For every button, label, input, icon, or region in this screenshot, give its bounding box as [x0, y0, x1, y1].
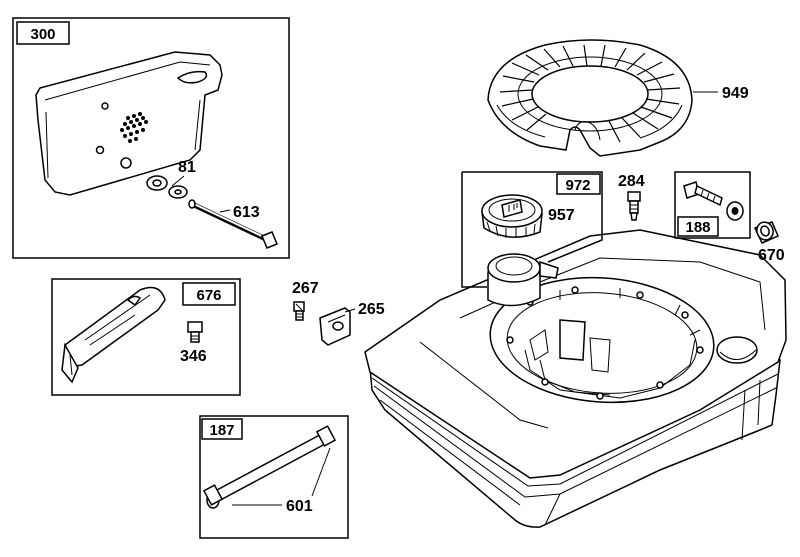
- part-label-613: 613: [233, 204, 260, 221]
- fitting-group: 188: [674, 171, 751, 239]
- fuel-tank: [364, 229, 787, 528]
- part-613-stud: [188, 199, 278, 249]
- part-284-valve: [627, 191, 641, 221]
- leader-81: [171, 175, 185, 187]
- part-265-clip: [319, 307, 351, 346]
- fuel-cap-group-frame: [462, 171, 603, 263]
- muffler: [35, 51, 223, 196]
- part-267-screw: [293, 301, 305, 321]
- oil-tube-group-label-box: [201, 418, 243, 440]
- part-label-284: 284: [618, 173, 645, 190]
- fuel-cap-group-label: 972: [565, 177, 590, 194]
- muffler-group: 300 81: [12, 17, 290, 259]
- leader-265: [344, 308, 356, 313]
- part-label-957: 957: [548, 207, 575, 224]
- fitting-bolt: [683, 181, 723, 207]
- guard-group: 676 346: [51, 278, 241, 396]
- muffler-vent-holes: [120, 112, 148, 143]
- leader-601-b: [311, 447, 331, 497]
- part-label-81: 81: [178, 159, 196, 176]
- oil-tube-group: 187 601: [199, 415, 349, 539]
- oil-fill-tube: [202, 425, 337, 509]
- fitting-group-label-box: [677, 216, 719, 237]
- guard-group-label: 676: [196, 287, 221, 304]
- part-label-267: 267: [292, 280, 319, 297]
- part-label-670: 670: [758, 247, 785, 264]
- guard-group-frame: [51, 278, 241, 396]
- fuel-cap-group-label-box: [556, 173, 601, 195]
- tank-filler-neck: [487, 253, 559, 307]
- part-949-rotating-screen: [487, 39, 693, 157]
- muffler-group-label: 300: [30, 26, 55, 43]
- muffler-guard: [61, 286, 166, 384]
- oil-tube-group-label: 187: [209, 422, 234, 439]
- muffler-group-label-box: [16, 21, 70, 45]
- part-957-fuel-cap: [481, 194, 543, 238]
- part-label-949: 949: [722, 85, 749, 102]
- fitting-group-frame: [674, 171, 751, 239]
- part-label-346: 346: [180, 348, 207, 365]
- part-670-spacer: [753, 221, 779, 244]
- muffler-group-frame: [12, 17, 290, 259]
- part-label-601: 601: [286, 498, 313, 515]
- part-81-washer: [146, 175, 188, 199]
- guard-group-label-box: [182, 282, 236, 306]
- part-346-bolt: [187, 321, 203, 343]
- fitting-group-label: 188: [685, 219, 710, 236]
- oil-tube-group-frame: [199, 415, 349, 539]
- fuel-cap-group: 972 957: [461, 171, 603, 288]
- screen-ribs: [499, 44, 681, 143]
- leader-613: [219, 209, 231, 213]
- fitting-washer: [726, 201, 744, 221]
- part-label-265: 265: [358, 301, 385, 318]
